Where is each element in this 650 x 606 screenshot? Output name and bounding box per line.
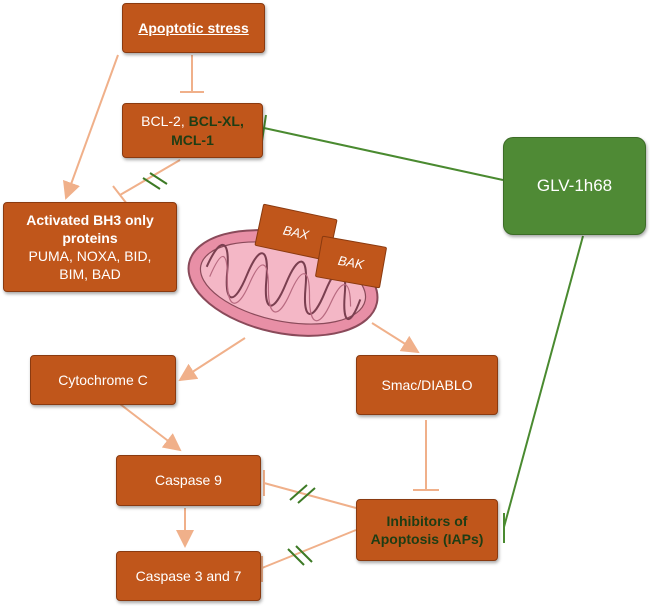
iaps-box: Inhibitors of Apoptosis (IAPs) <box>356 499 498 561</box>
bcl-inhibits-bh3-connector <box>112 159 181 205</box>
iaps-inhibits-caspase37-connector <box>261 529 357 582</box>
bh3-title-line2: proteins <box>62 229 118 246</box>
bak-label: BAK <box>336 252 366 272</box>
bclxl-label: BCL-XL, <box>188 113 244 130</box>
glv-box: GLV-1h68 <box>503 137 646 235</box>
smac-box: Smac/DIABLO <box>356 355 498 415</box>
iaps-line2: Apoptosis (IAPs) <box>370 531 484 547</box>
bcl-line1: BCL-2, BCL-XL, <box>141 112 244 130</box>
caspase37-box: Caspase 3 and 7 <box>116 551 261 601</box>
bh3-proteins-line2: BIM, BAD <box>59 266 121 283</box>
caspase9-box: Caspase 9 <box>116 455 261 506</box>
bcl2-label: BCL-2, <box>141 113 189 130</box>
bh3-box: Activated BH3 only proteins PUMA, NOXA, … <box>3 202 177 292</box>
smac-inhibits-iaps-connector <box>413 420 439 491</box>
bax-label: BAX <box>281 222 311 243</box>
cytochrome-to-caspase9-arrow <box>119 403 182 452</box>
iaps-line1: Inhibitors of <box>386 512 468 529</box>
glv-inhibits-iaps-connector <box>503 235 584 543</box>
apoptotic-stress-label: Apoptotic stress <box>138 19 249 36</box>
smac-label: Smac/DIABLO <box>381 376 473 393</box>
bcl-box: BCL-2, BCL-XL, MCL-1 <box>122 103 263 158</box>
bh3-proteins-line1: PUMA, NOXA, BID, <box>28 248 152 264</box>
iaps-inhibits-caspase9-connector <box>263 470 357 509</box>
cytochrome-box: Cytochrome C <box>30 355 176 405</box>
bh3-title-line1: Activated BH3 only <box>26 211 154 228</box>
caspase37-label: Caspase 3 and 7 <box>135 567 242 584</box>
glv-label: GLV-1h68 <box>536 175 613 195</box>
stress-inhibits-bcl-connector <box>180 55 204 93</box>
caspase9-label: Caspase 9 <box>155 472 222 489</box>
mito-to-cytochrome-arrow <box>178 337 246 382</box>
glv-inhibits-bcl-connector <box>261 114 504 181</box>
stress-to-bh3-arrow <box>63 54 119 200</box>
mcl1-label: MCL-1 <box>171 131 214 148</box>
apoptotic-stress-box: Apoptotic stress <box>122 3 265 53</box>
mito-to-smac-arrow <box>371 322 420 354</box>
cytochrome-label: Cytochrome C <box>58 371 148 388</box>
